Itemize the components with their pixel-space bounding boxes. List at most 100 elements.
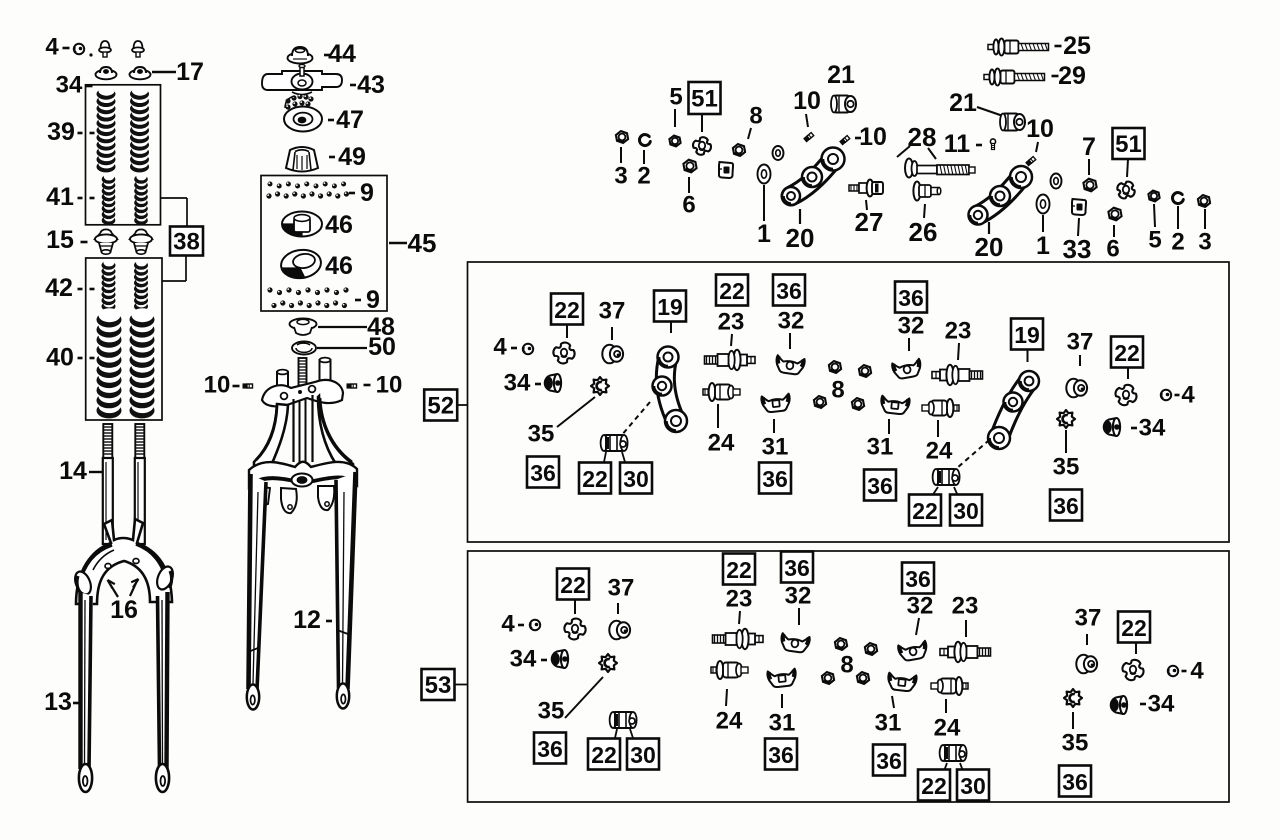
svg-text:35: 35 [538,698,565,725]
svg-text:9: 9 [360,179,374,207]
svg-text:16: 16 [110,596,138,624]
svg-text:36: 36 [762,466,788,492]
svg-text:22: 22 [582,466,608,492]
svg-text:13: 13 [44,688,72,716]
svg-text:22: 22 [726,557,752,583]
svg-text:28: 28 [908,122,937,152]
svg-text:5: 5 [669,84,682,111]
svg-text:6: 6 [682,192,695,219]
svg-text:22: 22 [1121,615,1147,641]
svg-text:44: 44 [328,40,356,68]
svg-text:34: 34 [504,370,531,397]
svg-text:23: 23 [952,593,979,620]
svg-text:31: 31 [769,710,796,737]
svg-text:36: 36 [1053,493,1079,519]
svg-text:41: 41 [46,183,74,211]
svg-text:22: 22 [921,773,947,799]
svg-text:34: 34 [1148,691,1175,718]
svg-text:2: 2 [1171,229,1184,256]
svg-text:4: 4 [45,34,59,61]
svg-text:24: 24 [926,438,953,465]
svg-text:4: 4 [501,611,515,638]
svg-text:34: 34 [1139,415,1166,442]
svg-text:26: 26 [909,217,938,247]
svg-text:34: 34 [56,72,83,99]
svg-text:36: 36 [537,736,563,762]
svg-text:19: 19 [1014,322,1040,348]
svg-text:36: 36 [768,742,794,768]
svg-text:23: 23 [945,318,972,345]
svg-text:31: 31 [867,434,894,461]
svg-text:4: 4 [1190,658,1204,685]
svg-text:20: 20 [786,223,815,253]
svg-text:37: 37 [608,575,635,602]
svg-text:1: 1 [757,220,771,248]
svg-text:36: 36 [876,748,902,774]
svg-text:37: 37 [1067,329,1094,356]
svg-text:8: 8 [749,103,762,130]
svg-text:36: 36 [898,285,924,311]
svg-text:14: 14 [59,457,87,485]
svg-text:4: 4 [1181,382,1195,409]
svg-text:17: 17 [176,58,204,86]
svg-text:46: 46 [325,252,353,280]
svg-text:32: 32 [898,313,925,340]
svg-text:33: 33 [1063,234,1092,264]
svg-text:9: 9 [366,286,380,314]
svg-text:32: 32 [907,593,934,620]
svg-text:2: 2 [637,163,650,190]
svg-text:35: 35 [1062,730,1089,757]
svg-text:4: 4 [493,334,507,361]
svg-text:8: 8 [831,377,844,404]
svg-text:20: 20 [975,232,1004,262]
svg-text:22: 22 [719,278,745,304]
svg-text:30: 30 [953,498,979,524]
svg-text:32: 32 [778,308,805,335]
svg-text:37: 37 [599,298,626,325]
svg-text:10: 10 [376,372,403,399]
svg-text:22: 22 [554,297,580,323]
svg-text:31: 31 [762,434,789,461]
svg-text:1: 1 [1036,232,1050,260]
svg-text:30: 30 [630,742,656,768]
svg-text:10: 10 [793,87,821,115]
svg-text:25: 25 [1063,32,1091,60]
svg-text:10: 10 [1026,115,1054,143]
svg-text:22: 22 [912,498,938,524]
svg-text:15: 15 [46,226,74,254]
svg-text:24: 24 [708,430,735,457]
svg-text:8: 8 [840,652,853,679]
svg-text:10: 10 [204,372,231,399]
svg-text:36: 36 [1062,769,1088,795]
svg-text:52: 52 [427,393,454,420]
svg-text:24: 24 [716,708,743,735]
svg-text:30: 30 [623,466,649,492]
svg-text:11: 11 [944,130,971,158]
svg-text:48: 48 [367,313,395,341]
svg-text:47: 47 [336,106,364,134]
svg-text:36: 36 [530,460,556,486]
svg-text:21: 21 [949,89,977,117]
svg-text:42: 42 [45,274,73,302]
svg-text:36: 36 [784,555,810,581]
svg-text:50: 50 [368,333,396,361]
svg-text:43: 43 [357,71,385,99]
svg-text:53: 53 [425,672,452,699]
svg-text:51: 51 [1115,131,1142,158]
svg-text:32: 32 [785,583,812,610]
svg-text:36: 36 [905,566,931,592]
svg-text:31: 31 [875,710,902,737]
svg-text:36: 36 [776,278,802,304]
svg-text:30: 30 [960,773,986,799]
svg-text:10: 10 [859,123,887,151]
svg-text:39: 39 [47,118,75,146]
svg-text:49: 49 [338,143,366,171]
svg-text:22: 22 [1114,340,1140,366]
svg-text:34: 34 [510,646,537,673]
svg-text:46: 46 [325,211,353,239]
svg-text:35: 35 [528,421,555,448]
svg-text:12: 12 [293,606,321,634]
svg-text:27: 27 [855,207,884,237]
svg-text:29: 29 [1058,62,1086,90]
svg-text:3: 3 [1198,229,1211,256]
